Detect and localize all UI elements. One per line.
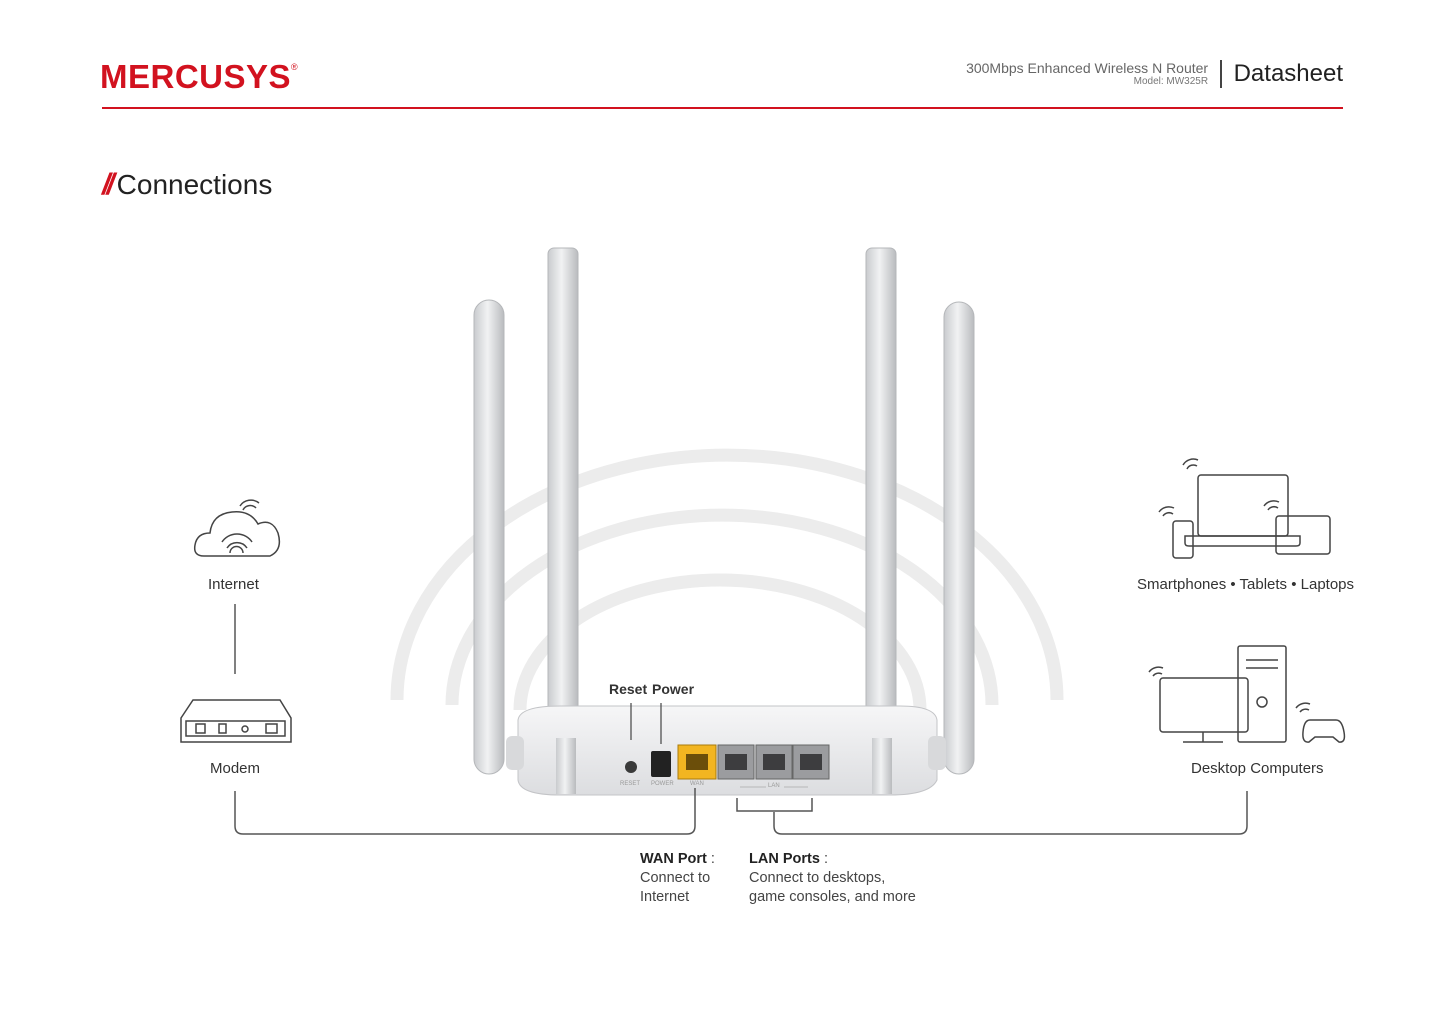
reset-label: Reset [609, 681, 648, 697]
lan-ports-callout: LAN Ports : Connect to desktops, game co… [749, 851, 916, 905]
devices-icon [1158, 458, 1331, 559]
internet-label: Internet [208, 576, 259, 593]
section-heading: // Connections [102, 168, 273, 201]
model-number: Model: MW325R [1133, 76, 1209, 88]
desktop-computers-label: Desktop Computers [1191, 760, 1324, 777]
cloud-icon [193, 499, 281, 557]
doc-type: Datasheet [1233, 60, 1343, 87]
modem-label: Modem [210, 760, 261, 777]
desktop-computer-icon [1148, 645, 1346, 743]
wan-port-label: WAN [690, 781, 704, 787]
connection-lines [234, 604, 1248, 835]
header-rule [102, 107, 1343, 109]
power-port-label: POWER [651, 781, 674, 787]
document-header: 300Mbps Enhanced Wireless N Router Model… [966, 60, 1343, 88]
power-label: Power [652, 681, 695, 697]
mobile-devices-label: Smartphones • Tablets • Laptops [1137, 576, 1355, 593]
antennas-icon [473, 247, 975, 789]
lan-port-label: LAN [768, 783, 780, 789]
modem-icon [180, 699, 292, 743]
router-icon [506, 703, 946, 796]
header-divider [1220, 60, 1222, 88]
brand-logo: MERCUSYS® [100, 58, 299, 95]
wan-port-callout: WAN Port : Connect to Internet [640, 851, 715, 905]
product-title: 300Mbps Enhanced Wireless N Router [966, 60, 1209, 77]
reset-port-label: RESET [620, 781, 641, 787]
